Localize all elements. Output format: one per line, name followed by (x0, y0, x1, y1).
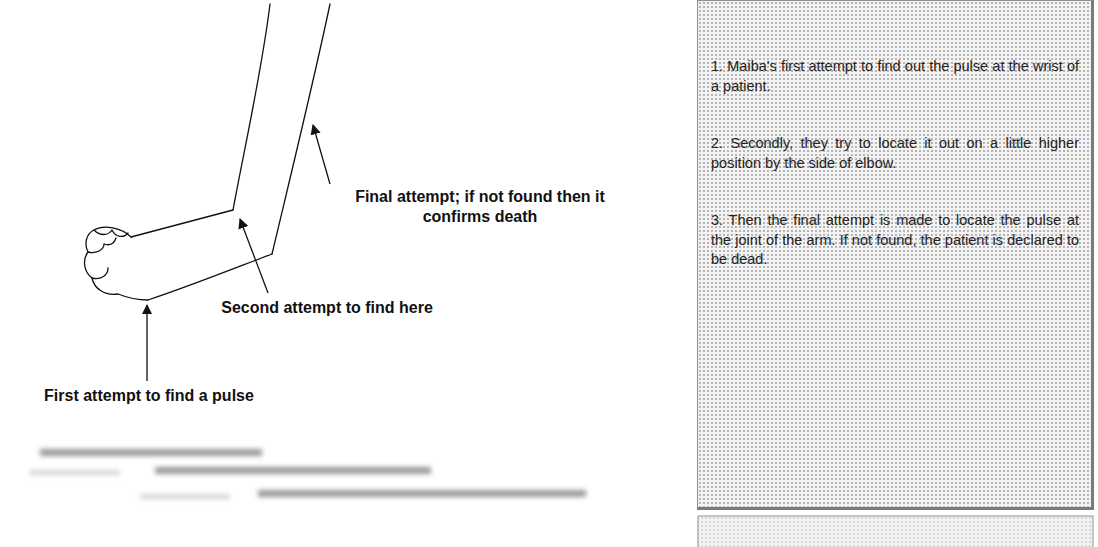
arm-outline (85, 4, 330, 300)
numbered-paragraph: 2. Secondly, they try to locate it out o… (711, 134, 1079, 173)
callout-label: Final attempt; if not found then it conf… (331, 187, 629, 227)
callout-label: Second attempt to find here (213, 298, 441, 318)
leader-line (147, 125, 330, 381)
text-panel: 1. Maiba's first attempt to find out the… (697, 0, 1094, 510)
blurred-bar (30, 449, 586, 499)
numbered-paragraph: 3. Then the final attempt is made to loc… (711, 211, 1079, 270)
numbered-paragraph: 1. Maiba's first attempt to find out the… (711, 57, 1079, 96)
lower-panel (698, 516, 1093, 547)
callout-label: First attempt to find a pulse (42, 386, 256, 406)
